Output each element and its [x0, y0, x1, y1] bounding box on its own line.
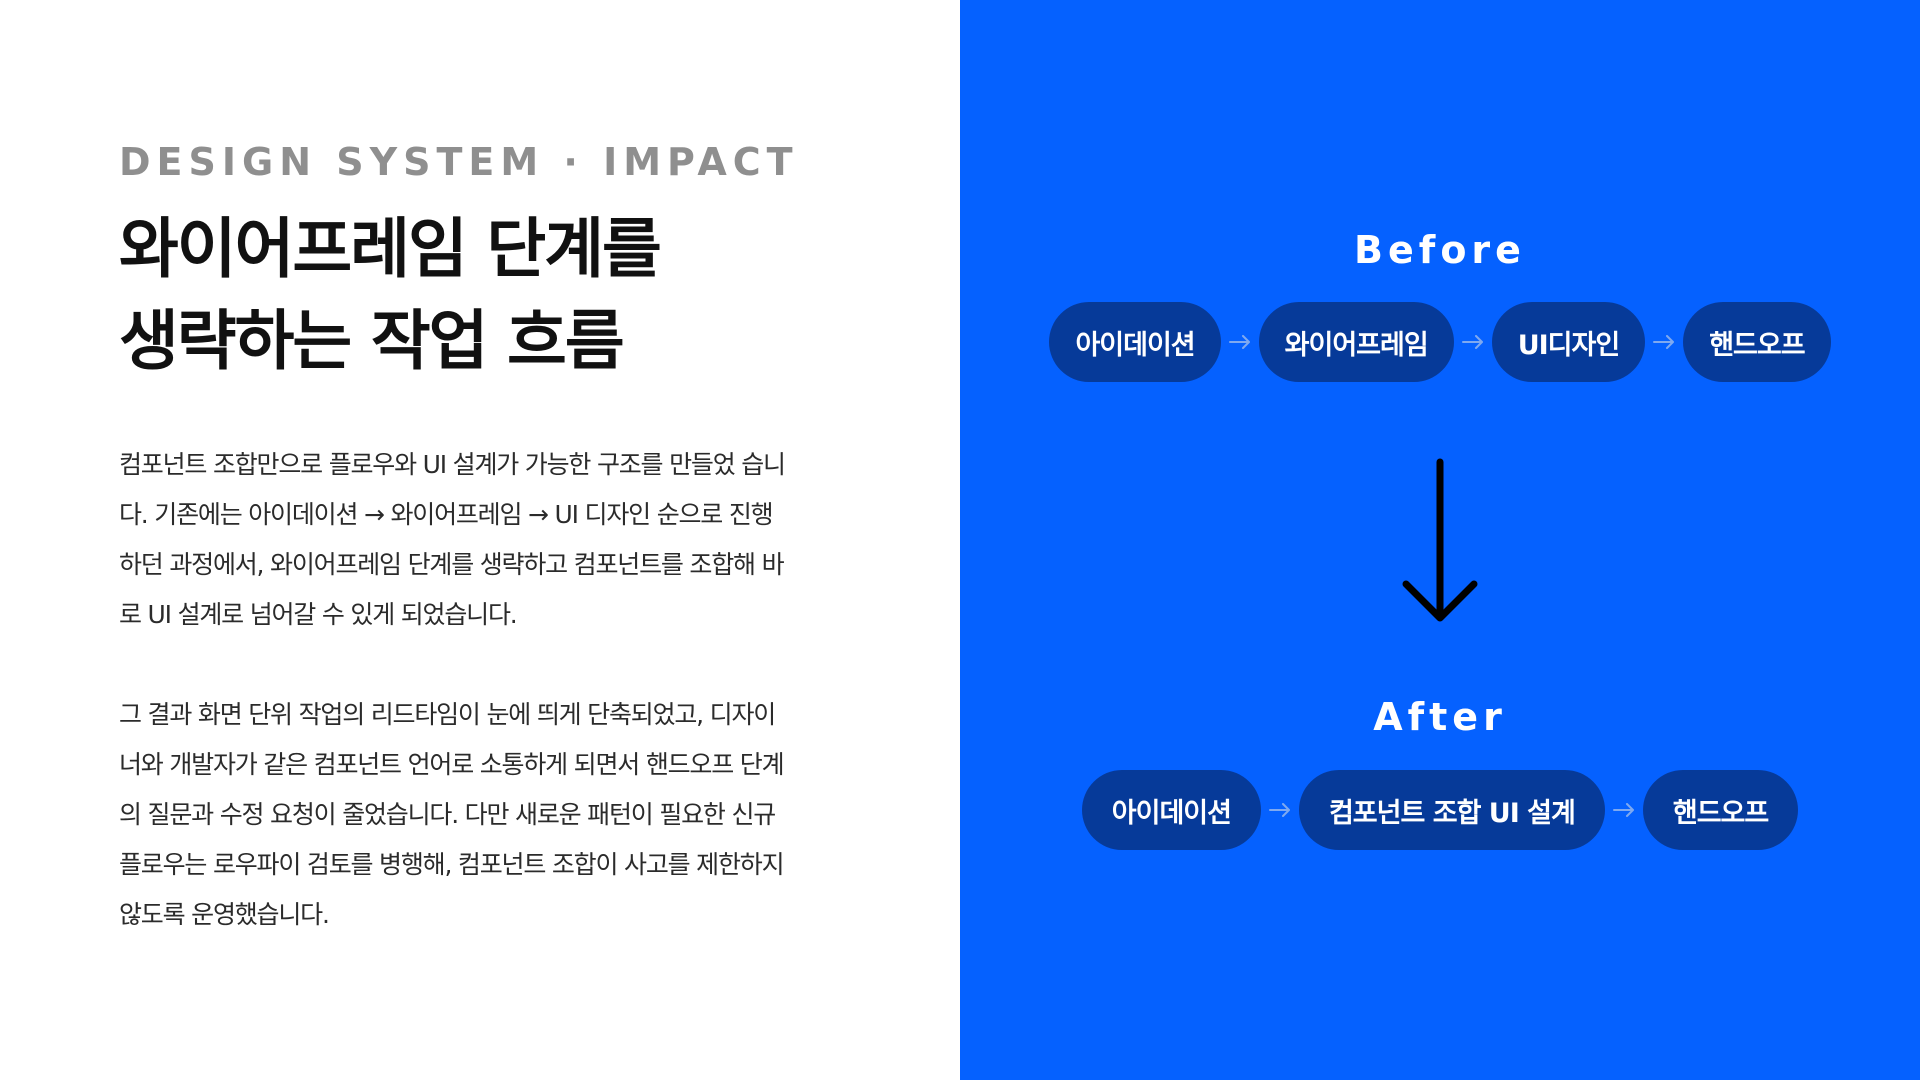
title-line: 와이어프레임 단계를 [119, 212, 662, 287]
step-pill-ideation: 아이데이션 [1081, 770, 1261, 850]
body-paragraph-2: 그 결과 화면 단위 작업의 리드타임이 눈에 띄게 단축되었고, 디자이 너와… [119, 690, 849, 940]
step-pill-ideation: 아이데이션 [1049, 302, 1221, 382]
after-label: After [1373, 695, 1507, 739]
step-pill-wireframe: 와이어프레임 [1258, 302, 1454, 382]
step-pill-handoff: 핸드오프 [1642, 770, 1799, 850]
arrow-right-icon [1454, 302, 1492, 382]
arrow-right-icon [1261, 770, 1299, 850]
body-paragraph-1: 컴포넌트 조합만으로 플로우와 UI 설계가 가능한 구조를 만들었 습니 다.… [119, 440, 849, 640]
paragraph-line: 다. 기존에는 아이데이션 → 와이어프레임 → UI 디자인 순으로 진행 [119, 500, 774, 529]
eyebrow-label: DESIGN SYSTEM · IMPACT [119, 140, 799, 184]
paragraph-line: 않도록 운영했습니다. [119, 900, 330, 929]
paragraph-line: 플로우는 로우파이 검토를 병행해, 컴포넌트 조합이 사고를 제한하지 [119, 850, 785, 879]
flow-comparison-panel: Before 아이데이션 와이어프레임 UI디자인 핸드오프 After 아이데… [960, 0, 1920, 1080]
page-title: 와이어프레임 단계를 생략하는 작업 흐름 [119, 204, 662, 388]
paragraph-line: 로 UI 설계로 넘어갈 수 있게 되었습니다. [119, 600, 518, 629]
paragraph-line: 하던 과정에서, 와이어프레임 단계를 생략하고 컴포넌트를 조합해 바 [119, 550, 785, 579]
paragraph-line: 컴포넌트 조합만으로 플로우와 UI 설계가 가능한 구조를 만들었 습니 [119, 450, 786, 479]
title-line: 생략하는 작업 흐름 [119, 304, 625, 379]
arrow-right-icon [1221, 302, 1259, 382]
paragraph-line: 의 질문과 수정 요청이 줄었습니다. 다만 새로운 패턴이 필요한 신규 [119, 800, 776, 829]
paragraph-line: 그 결과 화면 단위 작업의 리드타임이 눈에 띄게 단축되었고, 디자이 [119, 700, 776, 729]
paragraph-line: 너와 개발자가 같은 컴포넌트 언어로 소통하게 되면서 핸드오프 단계 [119, 750, 785, 779]
before-label: Before [1354, 228, 1526, 272]
step-pill-handoff: 핸드오프 [1683, 302, 1831, 382]
left-panel: DESIGN SYSTEM · IMPACT 와이어프레임 단계를 생략하는 작… [119, 140, 849, 940]
arrow-down-icon [1400, 458, 1480, 628]
arrow-right-icon [1605, 770, 1643, 850]
step-pill-component-ui-design: 컴포넌트 조합 UI 설계 [1298, 770, 1605, 850]
after-flow: 아이데이션 컴포넌트 조합 UI 설계 핸드오프 [960, 770, 1920, 850]
arrow-right-icon [1645, 302, 1683, 382]
before-flow: 아이데이션 와이어프레임 UI디자인 핸드오프 [960, 302, 1920, 382]
step-pill-ui-design: UI디자인 [1491, 302, 1646, 382]
